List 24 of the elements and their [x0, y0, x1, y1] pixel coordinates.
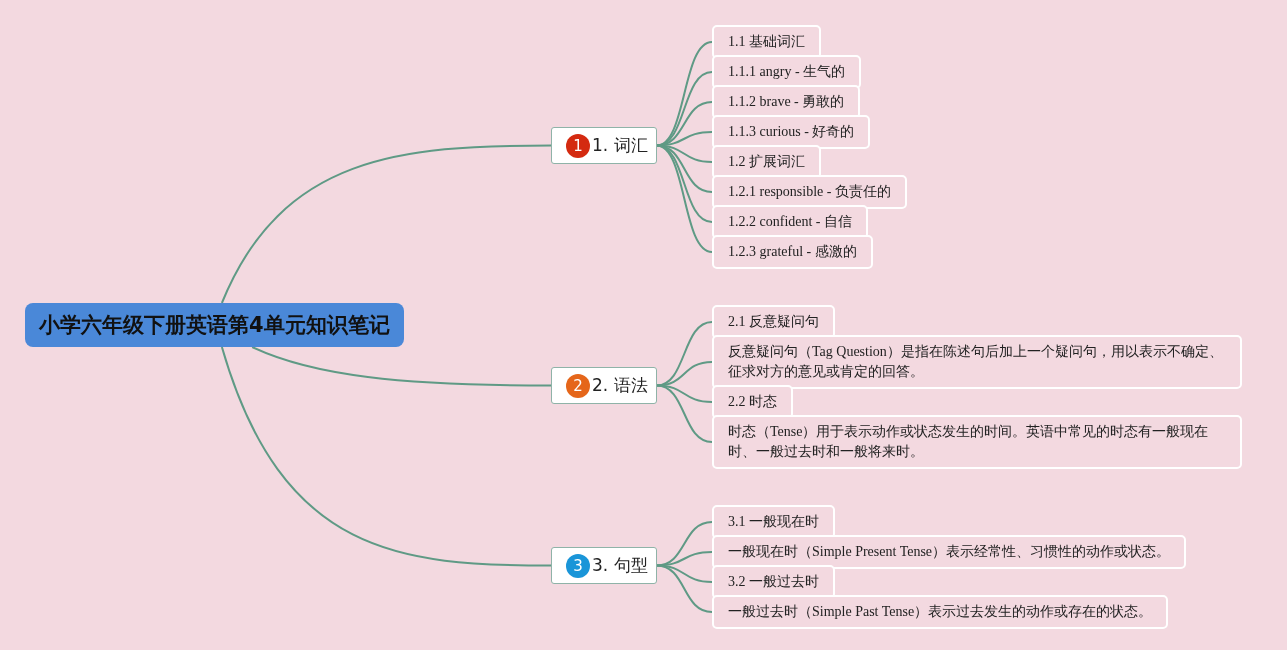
branch-topic [551, 367, 657, 404]
branch-topic [551, 127, 657, 164]
number-badge: 3 [566, 553, 590, 578]
number-badge: 2 [566, 373, 590, 398]
topic-label: 3. 句型 [592, 554, 648, 577]
topic-label: 1. 词汇 [592, 134, 648, 157]
branch-line [655, 361, 713, 387]
subtopic: 一般现在时（Simple Present Tense）表示经常性、习惯性的动作或状态。 [712, 535, 1187, 569]
subtopic: 一般过去时（Simple Past Tense）表示过去发生的动作或存在的状态。 [712, 595, 1169, 629]
subtopic: 反意疑问句（Tag Question）是指在陈述句后加上一个疑问句，用以表示不确定、征求对方的意见或肯定的回答。 [712, 335, 1242, 389]
branch-line [251, 346, 552, 387]
branch-line [655, 384, 713, 443]
subtopic: 1.2.3 grateful - 感激的 [712, 235, 873, 269]
subtopic: 1.2.1 responsible - 负责任的 [712, 175, 907, 209]
root-topic: 小学六年级下册英语第4单元知识笔记 [25, 303, 404, 347]
branch-line [655, 551, 713, 567]
branch-topic [551, 547, 657, 584]
branch-line [655, 564, 713, 613]
subtopic: 时态（Tense）用于表示动作或状态发生的时间。英语中常见的时态有一般现在时、一般过去时和一般将来时。 [712, 415, 1242, 469]
subtopic: 1.1.3 curious - 好奇的 [712, 115, 871, 149]
branch-line [220, 144, 552, 304]
number-badge: 1 [566, 133, 590, 158]
branch-line [220, 346, 552, 567]
topic-label: 2. 语法 [592, 374, 648, 397]
